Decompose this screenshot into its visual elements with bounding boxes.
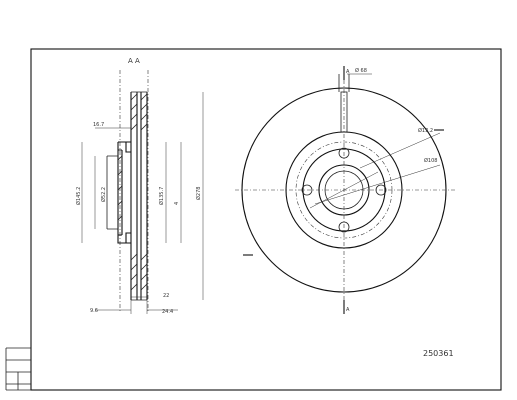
section-mark-top: A xyxy=(346,69,350,75)
dim-width-top: 16.7 xyxy=(93,122,104,128)
dim-bolt-circle-diameter: 4 xyxy=(174,202,180,205)
front-view xyxy=(235,66,455,314)
dim-disc-thickness: 24.4 xyxy=(162,309,173,315)
section-view xyxy=(81,70,204,314)
dim-offset: 9.6 xyxy=(90,308,98,314)
part-number: 250361 xyxy=(423,349,454,358)
dim-small-hole: Ø13.2 xyxy=(418,127,433,134)
dim-center-bore: Ø 68 xyxy=(355,67,367,74)
dim-min-thickness: 22 xyxy=(163,293,169,299)
dim-pcd-diameter: Ø135.7 xyxy=(158,187,165,205)
dim-hub-diameter: Ø52.2 xyxy=(100,187,107,202)
section-mark-bottom: A xyxy=(346,307,350,313)
drawing-frame xyxy=(30,48,502,391)
dim-bolt-circle: Ø108 xyxy=(424,157,437,164)
dim-inner-diameter: Ø145.2 xyxy=(75,187,82,205)
section-label: A A xyxy=(128,57,140,65)
dim-outer-diameter: Ø278 xyxy=(195,187,202,200)
title-block xyxy=(5,347,31,391)
